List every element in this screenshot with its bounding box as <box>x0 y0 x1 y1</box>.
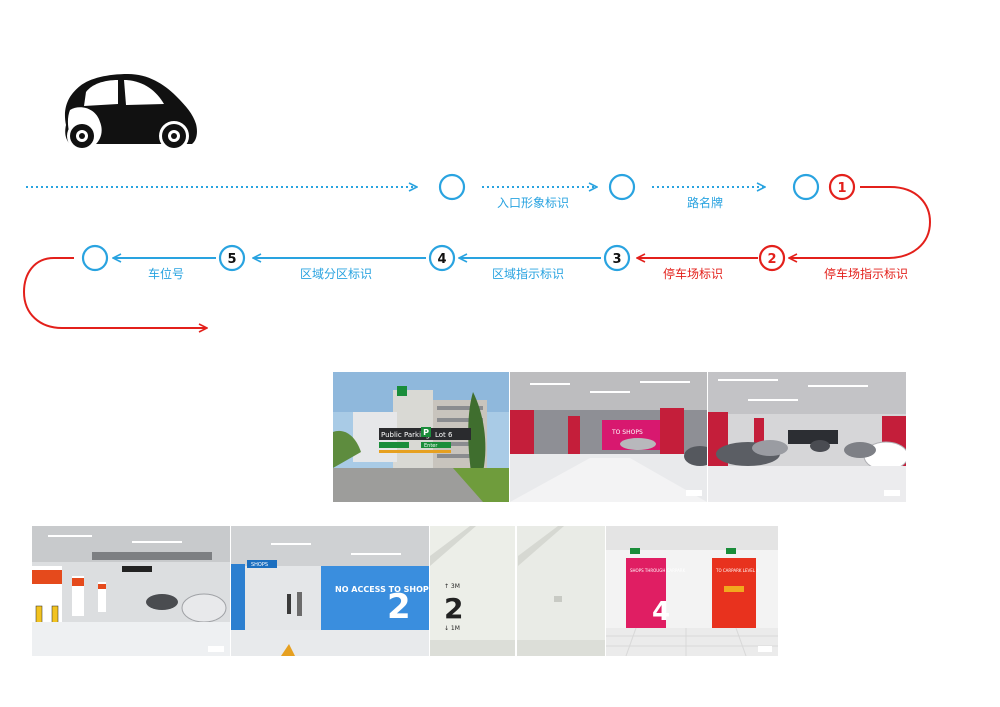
label-space-number: 车位号 <box>148 266 184 281</box>
label-zone-guide: 区域指示标识 <box>492 266 564 281</box>
stair-up-text: ↑ 3M <box>444 583 460 590</box>
label-parking-sign: 停车场标识 <box>663 266 723 281</box>
step-number-2: 2 <box>767 252 776 267</box>
lot-sign-text: Public Parking <box>381 431 430 439</box>
photo-stair-level: ↑ 3M 2 ↓ 1M <box>430 526 605 656</box>
label-zone-division: 区域分区标识 <box>300 267 372 281</box>
signage-flow-diagram: 入口形象标识 路名牌 1 停车场指示标识 2 停车场标识 3 区域指示标识 4 … <box>22 74 932 340</box>
wall-text: NO ACCESS TO SHOPS <box>335 585 429 594</box>
label-road-sign: 路名牌 <box>687 195 723 210</box>
wall-number: 2 <box>387 587 411 627</box>
red-curve-arrow-1-2 <box>790 186 932 258</box>
door-number: 4 <box>652 597 670 627</box>
step-circle-5 <box>218 244 246 272</box>
step-circle-entrance <box>438 173 466 201</box>
label-entrance-sign: 入口形象标识 <box>497 196 569 210</box>
stair-down-text: ↓ 1M <box>444 625 460 632</box>
photo-blue-wall: SHOPS NO ACCESS TO SHOPS 2 <box>231 526 429 656</box>
photo-cars-garage <box>708 372 906 502</box>
lot-sign-p: P <box>423 428 429 437</box>
step-number-5: 5 <box>227 252 236 267</box>
tiny-shops-sign: SHOPS <box>251 562 268 568</box>
step-circle-before-1 <box>792 173 820 201</box>
step-circle-road <box>608 173 636 201</box>
shops-sign: TO SHOPS <box>611 429 643 436</box>
door-text: SHOPS THROUGH CARPARK <box>630 568 686 573</box>
step-number-3: 3 <box>612 252 621 267</box>
step-number-4: 4 <box>437 252 446 267</box>
photo-exterior-parking: Public Parking P Lot 6 Enter <box>333 372 509 502</box>
step-circle-4 <box>428 244 456 272</box>
lot-sign-lot: Lot 6 <box>435 431 453 439</box>
step-circle-end <box>81 244 109 272</box>
photo-pink-garage: TO SHOPS <box>510 372 707 502</box>
label-parking-guide: 停车场指示标识 <box>824 266 908 281</box>
door2-text: TO CARPARK LEVEL 4 <box>715 568 759 573</box>
photo-red-doors: SHOPS THROUGH CARPARK 4 TO CARPARK LEVEL… <box>606 526 778 656</box>
photo-orange-columns <box>32 526 230 656</box>
red-exit-arrow <box>22 257 206 328</box>
smart-car-icon <box>64 74 197 151</box>
lot-sign-enter: Enter <box>424 443 438 449</box>
stair-number: 2 <box>444 592 463 625</box>
step-circle-1 <box>828 173 856 201</box>
step-circle-2 <box>758 244 786 272</box>
step-number-1: 1 <box>837 181 846 196</box>
step-circle-3 <box>603 244 631 272</box>
